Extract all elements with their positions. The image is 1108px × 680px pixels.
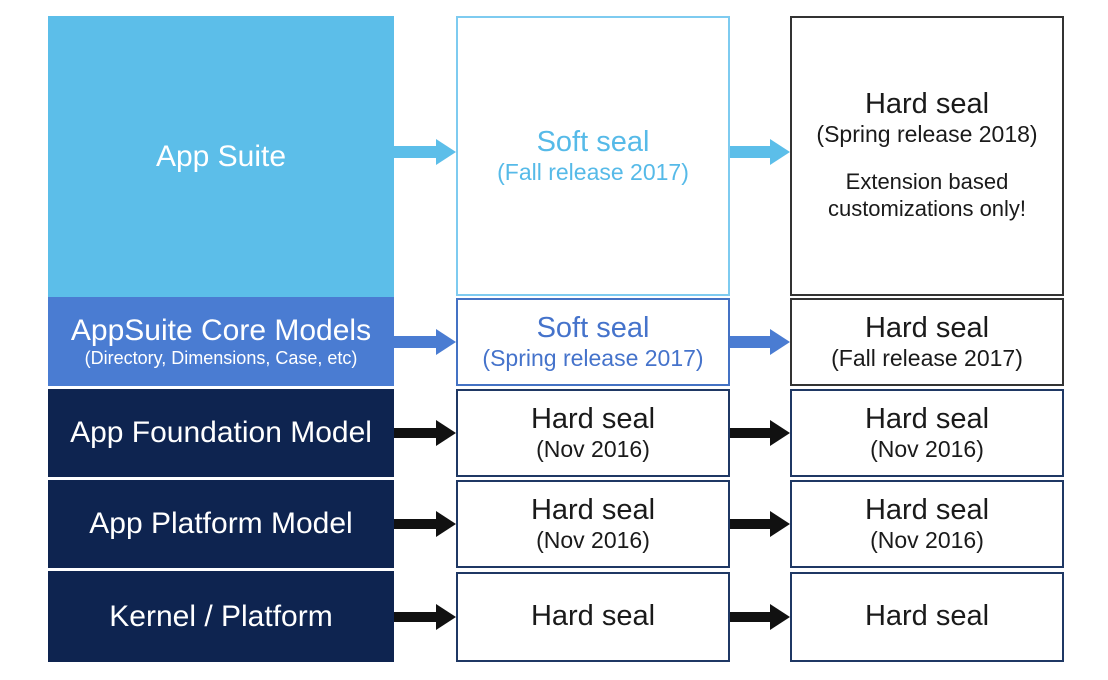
arrow-right-icon-app-suite-to-soft-seal [394, 139, 456, 165]
arrow-head [770, 511, 790, 537]
layer-app-platform-model: App Platform Model [48, 480, 394, 568]
arrow-right-icon-foundation-to-hard-seal [394, 420, 456, 446]
seal-subtitle: (Nov 2016) [870, 435, 984, 462]
seal-subtitle: (Spring release 2017) [482, 344, 704, 371]
seal-box-app-suite-phase2: Hard seal (Spring release 2018) Extensio… [790, 16, 1064, 296]
seal-title: Hard seal [530, 600, 656, 633]
layer-kernel-label: Kernel / Platform [109, 599, 333, 633]
arrow-head [436, 139, 456, 165]
arrow-head [770, 420, 790, 446]
arrow-right-icon-soft-seal-to-hard-seal-app-suite [730, 139, 790, 165]
arrow-head [436, 511, 456, 537]
seal-title: Hard seal [864, 402, 990, 435]
seal-box-platform-phase1: Hard seal (Nov 2016) [456, 480, 730, 568]
seal-title: Soft seal [536, 125, 650, 158]
arrow-right-icon-hard-seal-kernel [730, 604, 790, 630]
layer-core-models-sublabel: (Directory, Dimensions, Case, etc) [84, 348, 358, 369]
arrow-shaft [730, 612, 770, 622]
seal-box-kernel-phase1: Hard seal [456, 572, 730, 662]
seal-subtitle: (Nov 2016) [536, 526, 650, 553]
seal-subtitle: (Fall release 2017) [497, 158, 689, 185]
arrow-shaft [730, 519, 770, 529]
seal-title: Hard seal [864, 311, 990, 344]
seal-title: Hard seal [530, 493, 656, 526]
seal-subtitle: (Nov 2016) [536, 435, 650, 462]
layer-core-models-label: AppSuite Core Models [70, 313, 372, 347]
seal-box-app-suite-phase1: Soft seal (Fall release 2017) [456, 16, 730, 296]
arrow-head [770, 139, 790, 165]
seal-title: Hard seal [864, 88, 990, 121]
seal-subtitle: (Spring release 2018) [816, 121, 1038, 148]
layer-platform-label: App Platform Model [89, 507, 353, 541]
arrow-right-icon-kernel-to-hard-seal [394, 604, 456, 630]
arrow-shaft [394, 428, 436, 438]
layer-appsuite-core-models: AppSuite Core Models (Directory, Dimensi… [48, 297, 394, 386]
seal-title: Hard seal [864, 493, 990, 526]
layer-app-suite: App Suite [48, 16, 394, 297]
seal-box-core-models-phase1: Soft seal (Spring release 2017) [456, 298, 730, 386]
seal-title: Hard seal [530, 402, 656, 435]
seal-box-platform-phase2: Hard seal (Nov 2016) [790, 480, 1064, 568]
seal-title: Hard seal [864, 600, 990, 633]
seal-box-foundation-phase2: Hard seal (Nov 2016) [790, 389, 1064, 477]
arrow-right-icon-hard-seal-platform [730, 511, 790, 537]
arrow-shaft [394, 519, 436, 529]
arrow-right-icon-hard-seal-foundation [730, 420, 790, 446]
arrow-right-icon-platform-to-hard-seal [394, 511, 456, 537]
seal-box-core-models-phase2: Hard seal (Fall release 2017) [790, 298, 1064, 386]
layer-kernel-platform: Kernel / Platform [48, 571, 394, 662]
arrow-shaft [730, 428, 770, 438]
seal-subtitle: (Fall release 2017) [831, 344, 1023, 371]
arrow-head [436, 604, 456, 630]
arrow-head [770, 604, 790, 630]
layer-app-suite-label: App Suite [155, 139, 287, 173]
arrow-shaft [730, 146, 770, 158]
arrow-shaft [394, 336, 436, 348]
seal-note: Extension based customizations only! [827, 168, 1027, 222]
arrow-right-icon-core-models-to-soft-seal [394, 329, 456, 355]
arrow-head [436, 329, 456, 355]
seal-box-kernel-phase2: Hard seal [790, 572, 1064, 662]
arrow-head [436, 420, 456, 446]
arrow-shaft [394, 612, 436, 622]
arrow-head [770, 329, 790, 355]
layer-foundation-label: App Foundation Model [70, 416, 372, 450]
arrow-shaft [394, 146, 436, 158]
layer-app-foundation-model: App Foundation Model [48, 389, 394, 477]
seal-subtitle: (Nov 2016) [870, 526, 984, 553]
seal-box-foundation-phase1: Hard seal (Nov 2016) [456, 389, 730, 477]
arrow-shaft [730, 336, 770, 348]
arrow-right-icon-soft-seal-to-hard-seal-core-models [730, 329, 790, 355]
seal-title: Soft seal [536, 311, 650, 344]
